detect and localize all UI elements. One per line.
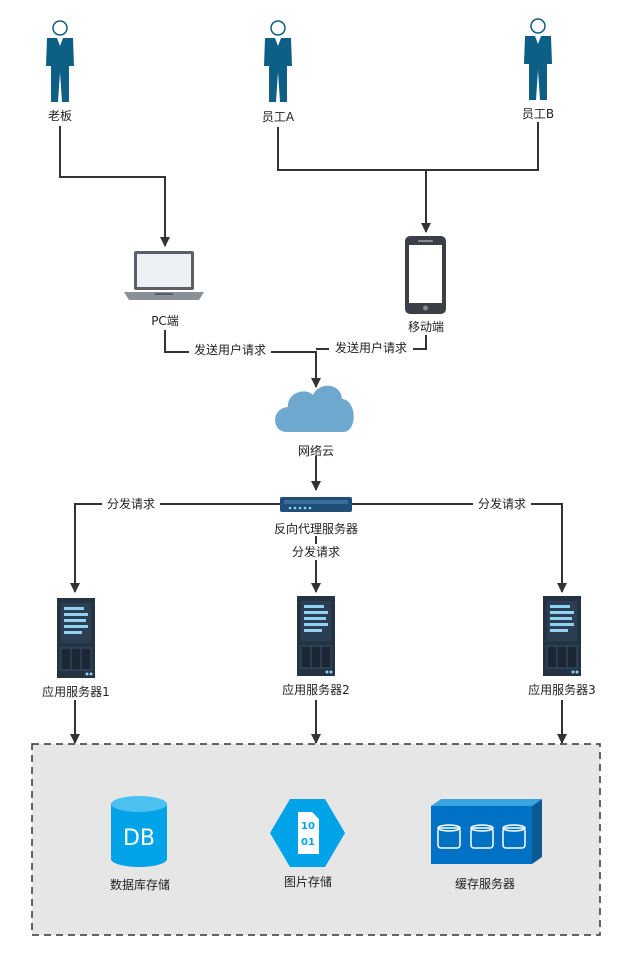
app-server-3: 应用服务器3 <box>528 595 596 697</box>
app-server-3-label: 应用服务器3 <box>528 682 596 697</box>
edge-employees-join <box>277 122 539 171</box>
network-proxy-label: 反向代理服务器 <box>274 521 358 536</box>
router-icon <box>280 497 352 512</box>
storage-image: 10 01 图片存储 <box>270 799 345 889</box>
edge-proxy-app1 <box>70 503 280 593</box>
database-glyph: DB <box>123 826 155 851</box>
smartphone-icon <box>405 236 446 314</box>
device-pc-label: PC端 <box>151 314 179 328</box>
device-pc: PC端 <box>124 251 204 328</box>
laptop-icon <box>124 251 204 300</box>
storage-group: DB 数据库存储 10 01 图片存储 <box>31 743 601 936</box>
edge-label-dispatch-center: 分发请求 <box>292 544 340 559</box>
app-server-1-label: 应用服务器1 <box>42 684 110 699</box>
app-server-1: 应用服务器1 <box>42 597 110 699</box>
edge-label-pc-request: 发送用户请求 <box>194 342 266 357</box>
cloud-icon <box>275 385 354 432</box>
cache-icon <box>431 799 542 864</box>
businessman-icon <box>523 18 553 101</box>
app-server-2: 应用服务器2 <box>282 595 350 697</box>
app-server-2-label: 应用服务器2 <box>282 682 350 697</box>
storage-database: DB 数据库存储 <box>110 796 170 892</box>
edge-label-dispatch-left: 分发请求 <box>107 496 155 511</box>
person-employee-b-label: 员工B <box>522 107 554 121</box>
businessman-icon <box>263 20 293 103</box>
edge-boss-pc <box>59 126 170 247</box>
edge-label-mobile-request: 发送用户请求 <box>335 340 407 355</box>
server-rack-icon <box>542 595 582 677</box>
storage-image-label: 图片存储 <box>284 874 332 889</box>
connectors <box>59 122 567 744</box>
person-boss: 老板 <box>45 20 75 123</box>
device-mobile-label: 移动端 <box>408 320 444 334</box>
device-mobile: 移动端 <box>405 236 446 334</box>
network-cloud-label: 网络云 <box>298 443 334 458</box>
blob-glyph-top: 10 <box>301 821 315 832</box>
server-rack-icon <box>296 595 336 677</box>
edge-label-dispatch-right: 分发请求 <box>478 496 526 511</box>
storage-cache-label: 缓存服务器 <box>455 876 515 891</box>
person-employee-a-label: 员工A <box>262 110 295 124</box>
person-employee-b: 员工B <box>522 18 554 121</box>
person-employee-a: 员工A <box>262 20 295 124</box>
edge-proxy-app3 <box>352 503 567 593</box>
blob-glyph-bottom: 01 <box>301 837 315 848</box>
network-cloud: 网络云 <box>275 385 354 458</box>
person-boss-label: 老板 <box>48 109 72 123</box>
database-icon: DB <box>111 796 167 867</box>
blob-storage-icon: 10 01 <box>270 799 345 867</box>
businessman-icon <box>45 20 75 103</box>
storage-database-label: 数据库存储 <box>110 877 170 892</box>
storage-cache: 缓存服务器 <box>431 799 542 891</box>
network-proxy: 反向代理服务器 <box>274 497 358 536</box>
server-rack-icon <box>56 597 96 679</box>
edge-pc-cloud <box>164 330 321 388</box>
edge-labels: 发送用户请求 发送用户请求 分发请求 分发请求 分发请求 <box>102 340 531 560</box>
